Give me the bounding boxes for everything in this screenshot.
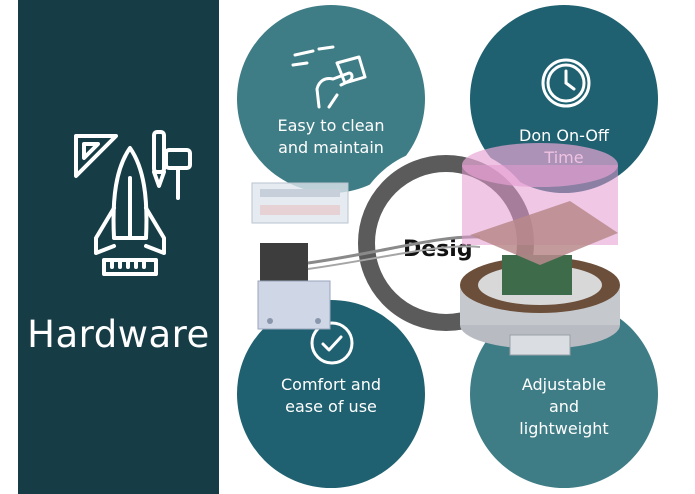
hardware-panel: Hardware — [18, 0, 219, 494]
feature-easy-clean-line1: Easy to clean — [277, 116, 385, 135]
feature-adjustable-line3: lightweight — [519, 419, 609, 438]
check-circle-icon — [310, 321, 354, 365]
feature-easy-clean: Easy to clean and maintain — [237, 5, 425, 193]
clock-icon — [541, 58, 591, 108]
hardware-render-image — [251, 143, 620, 356]
feature-comfort-line1: Comfort and — [280, 375, 381, 394]
cleaning-hand-icon — [291, 45, 367, 109]
hardware-title: Hardware — [27, 313, 210, 356]
feature-comfort-line2: ease of use — [285, 397, 377, 416]
feature-adjustable-line1: Adjustable — [521, 375, 607, 394]
feature-easy-clean-line2: and maintain — [278, 138, 384, 157]
rocket-tools-icon — [74, 130, 192, 276]
feature-comfort: Comfort and ease of use — [237, 300, 425, 488]
feature-on-off-line1: Don On-Off — [519, 126, 609, 145]
feature-adjustable-line2: and — [548, 397, 580, 416]
